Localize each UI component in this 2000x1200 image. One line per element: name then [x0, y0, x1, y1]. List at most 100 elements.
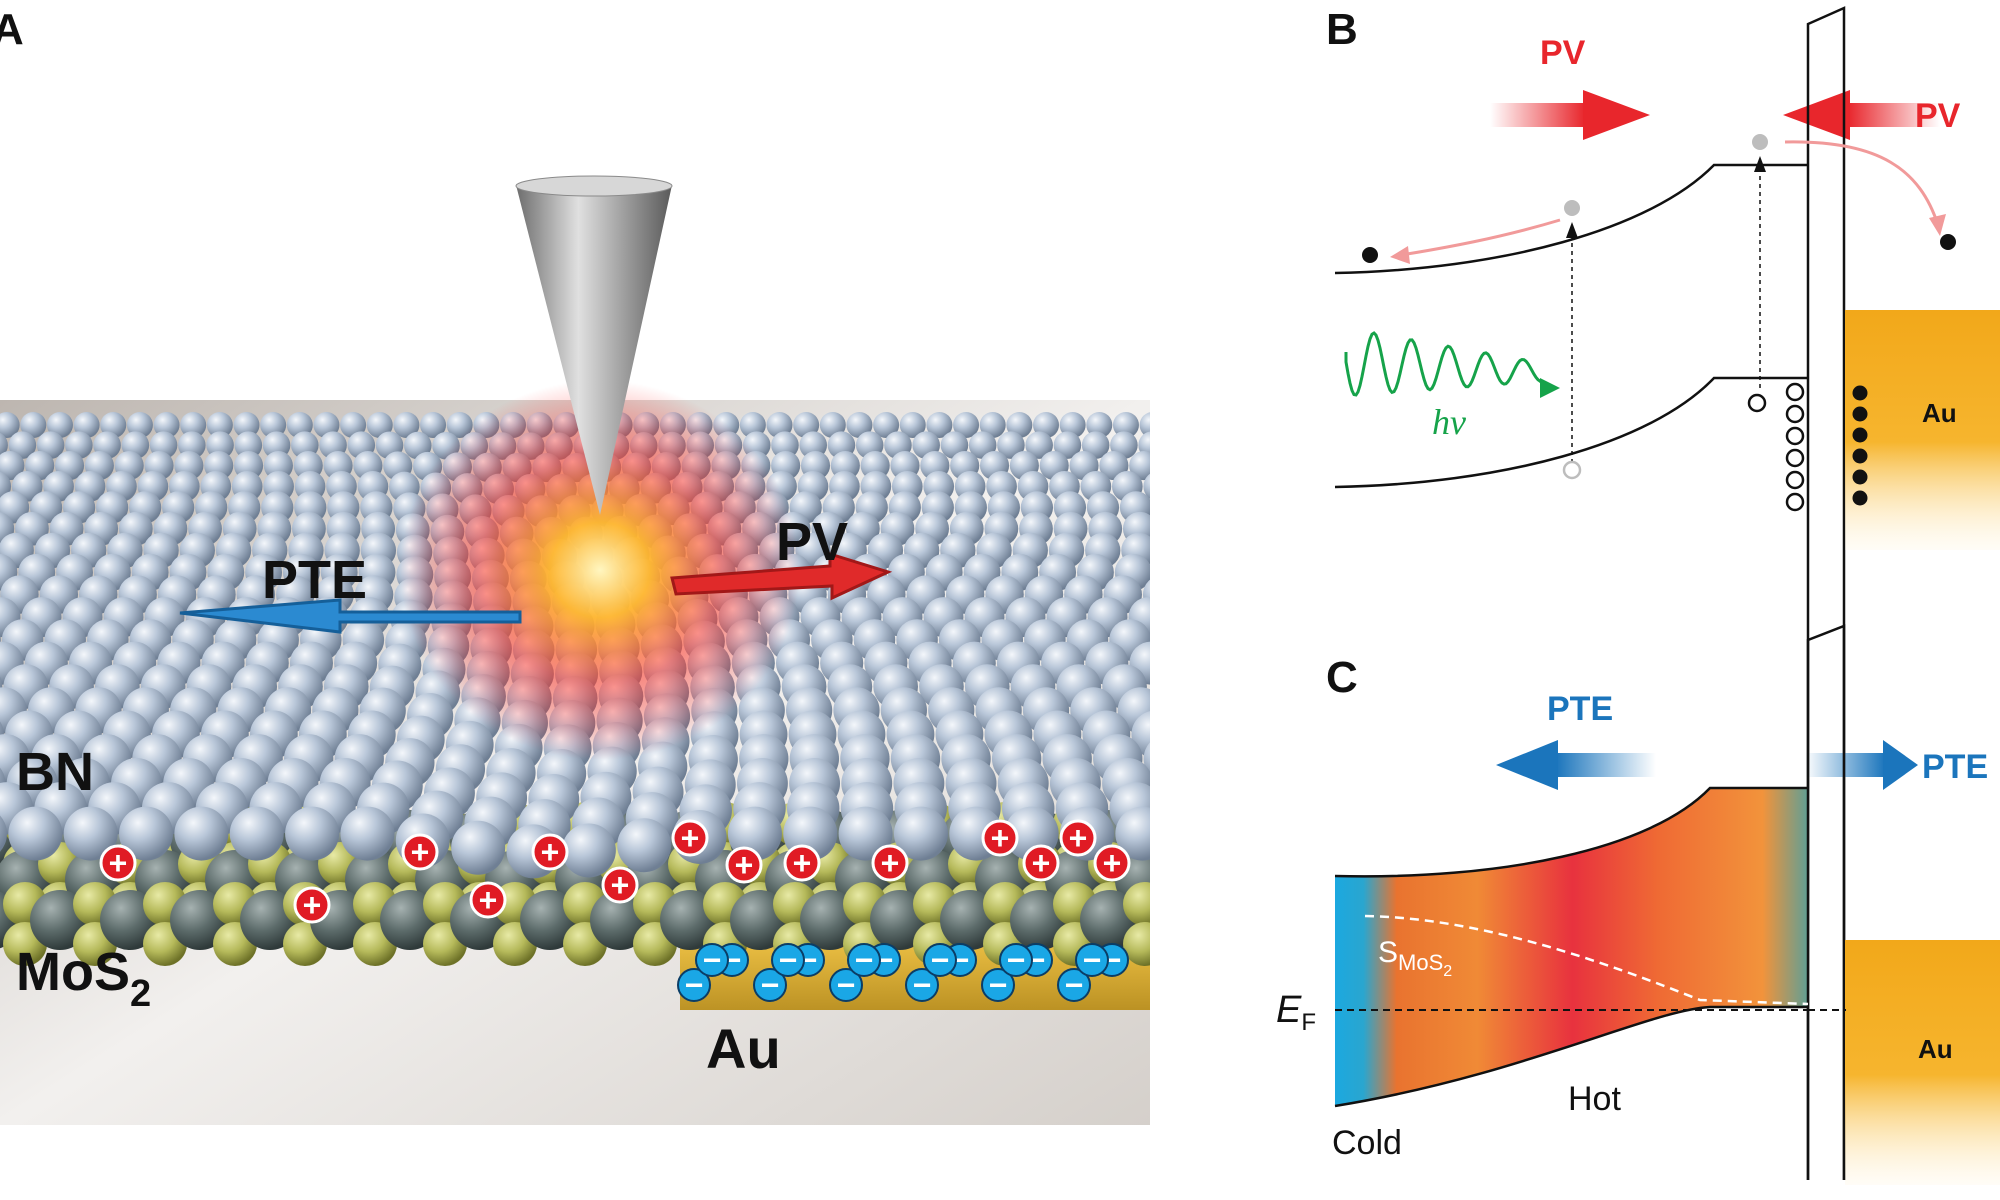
minus-charge-symbol: −	[931, 942, 950, 978]
label-au-a: Au	[706, 1017, 781, 1080]
bn-atom	[63, 806, 118, 861]
bn-atom	[0, 432, 8, 458]
bn-atom	[180, 412, 207, 438]
panel-a-device-schematic: A PTE PV ++++++++++++++ −−−−−−−−−−−−−−−−…	[0, 5, 1185, 1125]
drift-arrow-right	[1784, 140, 1940, 226]
bn-atom	[1006, 412, 1033, 438]
bn-atom	[206, 431, 234, 459]
panel-letter-a: A	[0, 5, 24, 54]
label-mos2-base: MoS	[16, 942, 130, 1002]
conduction-band-c	[1334, 786, 1808, 878]
label-mos2-subscript: 2	[130, 973, 151, 1015]
conduction-band-b	[1334, 163, 1808, 275]
bn-atom	[1112, 412, 1139, 438]
minus-charge-symbol: −	[1007, 942, 1026, 978]
bn-atom	[1139, 412, 1150, 438]
bn-atom	[229, 806, 284, 861]
plus-charge	[783, 844, 821, 882]
thermal-gradient-fill	[1335, 788, 1808, 1106]
accumulated-hole	[1785, 404, 1805, 424]
bn-atom	[46, 412, 73, 438]
minus-charge-symbol: −	[761, 967, 780, 1003]
bn-atom	[174, 806, 229, 861]
minus-charge-symbol: −	[855, 942, 874, 978]
pte-arrow-a	[179, 598, 522, 634]
sulfur-atom	[1123, 882, 1150, 926]
positive-charges: ++++++++++++++	[99, 819, 1131, 924]
electron-drifted-left	[1362, 247, 1378, 263]
bn-atom	[1153, 491, 1185, 523]
plus-charge	[401, 833, 439, 871]
bn-atom	[0, 451, 25, 481]
probe-tip	[516, 185, 672, 515]
bn-atom	[739, 412, 766, 438]
minus-charge-symbol: −	[1027, 942, 1046, 978]
plus-charge-symbol: +	[479, 882, 498, 918]
label-bn: BN	[16, 742, 94, 802]
au-electrons	[1852, 385, 1868, 506]
fermi-label-sub: F	[1301, 1009, 1316, 1036]
minus-charge-symbol: −	[989, 967, 1008, 1003]
plus-charge-symbol: +	[1103, 845, 1122, 881]
minus-charge-symbol: −	[837, 967, 856, 1003]
plus-charge-symbol: +	[991, 820, 1010, 856]
bn-atom	[451, 820, 506, 875]
atom-layers	[0, 412, 1185, 966]
plus-charge	[981, 819, 1019, 857]
hole-excited-1	[1562, 460, 1582, 480]
laser-spot-glow	[400, 380, 800, 760]
au-block-c	[1845, 940, 2000, 1185]
au-label-b: Au	[1922, 398, 1957, 428]
minus-charge	[905, 968, 939, 1002]
bn-atom	[953, 412, 980, 438]
plus-charge	[1022, 844, 1060, 882]
cold-label: Cold	[1332, 1124, 1402, 1162]
bn-atom	[260, 412, 287, 438]
plus-charge	[1059, 819, 1097, 857]
bn-atom	[1143, 742, 1150, 776]
bn-atom	[997, 431, 1025, 459]
au-electron	[1852, 469, 1868, 485]
au-electron	[1852, 490, 1868, 506]
schottky-barrier-b	[1806, 6, 1846, 1180]
plus-charge-symbol: +	[303, 887, 322, 923]
minus-charge-symbol: −	[779, 942, 798, 978]
pv-arrow-right-head	[1783, 90, 1850, 140]
bn-atom	[393, 412, 420, 438]
bn-atom	[617, 818, 672, 873]
minus-charge	[847, 943, 881, 977]
accumulated-holes	[1747, 382, 1805, 512]
electron-excited-1	[1564, 200, 1580, 216]
minus-charge-symbol: −	[1065, 967, 1084, 1003]
bn-atom	[1115, 806, 1150, 861]
pte-label-right: PTE	[1922, 748, 1988, 786]
seebeck-label: SMoS2	[1378, 936, 1452, 980]
pv-arrow-right-shaft	[1848, 103, 1940, 127]
plus-charge	[469, 881, 507, 919]
plus-charge-symbol: +	[1032, 845, 1051, 881]
fermi-label-base: E	[1276, 989, 1302, 1031]
excitation-arrowhead-2	[1754, 156, 1766, 172]
plus-charge-symbol: +	[735, 847, 754, 883]
electron-injected-au	[1940, 234, 1956, 250]
seebeck-label-sub2: 2	[1443, 963, 1452, 980]
bn-atom	[0, 412, 20, 438]
excitation-arrowhead-1	[1566, 222, 1578, 238]
plus-charge	[871, 844, 909, 882]
bn-atom	[819, 412, 846, 438]
bn-atom	[119, 806, 174, 861]
bn-atom	[126, 412, 153, 438]
au-label-c: Au	[1918, 1034, 1953, 1064]
minus-charge-symbol: −	[1083, 942, 1102, 978]
accumulated-hole	[1785, 470, 1805, 490]
drift-arrow-left-head	[1390, 246, 1410, 264]
pv-arrow-left-head	[1583, 90, 1650, 140]
au-electron	[1852, 448, 1868, 464]
minus-charge-symbol: −	[951, 942, 970, 978]
minus-charge	[999, 943, 1033, 977]
accumulated-hole	[1785, 492, 1805, 512]
plus-charge-symbol: +	[881, 845, 900, 881]
label-mos2: MoS2	[16, 942, 151, 1015]
schottky-barrier-c	[1806, 624, 1846, 1180]
